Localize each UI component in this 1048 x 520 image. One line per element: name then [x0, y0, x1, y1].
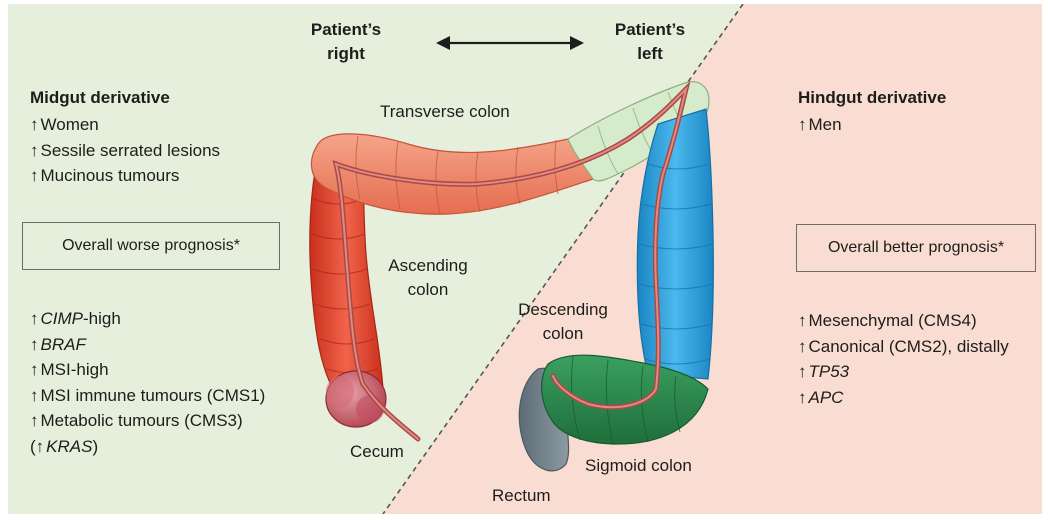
descending-line1: Descending	[508, 298, 618, 322]
ascending-colon-label: Ascending colon	[378, 254, 478, 302]
list-item: ↑Metabolic tumours (CMS3)	[30, 408, 265, 434]
list-item: ↑BRAF	[30, 332, 265, 358]
midgut-feature-list: ↑Women ↑Sessile serrated lesions ↑Mucino…	[30, 112, 220, 189]
cecum-label: Cecum	[350, 440, 404, 464]
patient-right-line2: right	[296, 42, 396, 66]
list-item: ↑TP53	[798, 359, 1009, 385]
list-item: ↑Canonical (CMS2), distally	[798, 334, 1009, 360]
patient-left-line1: Patient’s	[600, 18, 700, 42]
hindgut-molecular-list: ↑Mesenchymal (CMS4) ↑Canonical (CMS2), d…	[798, 308, 1009, 410]
colon-diagram: Patient’s right Patient’s left Transvers…	[8, 4, 1042, 514]
rectum-label: Rectum	[492, 484, 551, 508]
hindgut-prognosis-box: Overall better prognosis*	[796, 224, 1036, 272]
list-item: ↑Men	[798, 112, 842, 138]
list-item: ↑Women	[30, 112, 220, 138]
patient-right-label: Patient’s right	[296, 18, 396, 66]
sigmoid-colon-label: Sigmoid colon	[585, 454, 692, 478]
transverse-colon-label: Transverse colon	[380, 100, 510, 124]
midgut-prognosis-box: Overall worse prognosis*	[22, 222, 280, 270]
patient-left-label: Patient’s left	[600, 18, 700, 66]
ascending-line2: colon	[378, 278, 478, 302]
list-item: ↑MSI immune tumours (CMS1)	[30, 383, 265, 409]
list-item: ↑Mesenchymal (CMS4)	[798, 308, 1009, 334]
descending-line2: colon	[508, 322, 618, 346]
list-item: ↑CIMP-high	[30, 306, 265, 332]
ascending-line1: Ascending	[378, 254, 478, 278]
list-item: ↑Sessile serrated lesions	[30, 138, 220, 164]
list-item: ↑APC	[798, 385, 1009, 411]
midgut-heading: Midgut derivative	[30, 86, 170, 110]
list-item: ↑Mucinous tumours	[30, 163, 220, 189]
midgut-molecular-list: ↑CIMP-high ↑BRAF ↑MSI-high ↑MSI immune t…	[30, 306, 265, 460]
hindgut-feature-list: ↑Men	[798, 112, 842, 138]
descending-colon-label: Descending colon	[508, 298, 618, 346]
hindgut-heading: Hindgut derivative	[798, 86, 946, 110]
list-item: ↑MSI-high	[30, 357, 265, 383]
list-item: (↑KRAS)	[30, 434, 265, 460]
patient-right-line1: Patient’s	[296, 18, 396, 42]
patient-left-line2: left	[600, 42, 700, 66]
